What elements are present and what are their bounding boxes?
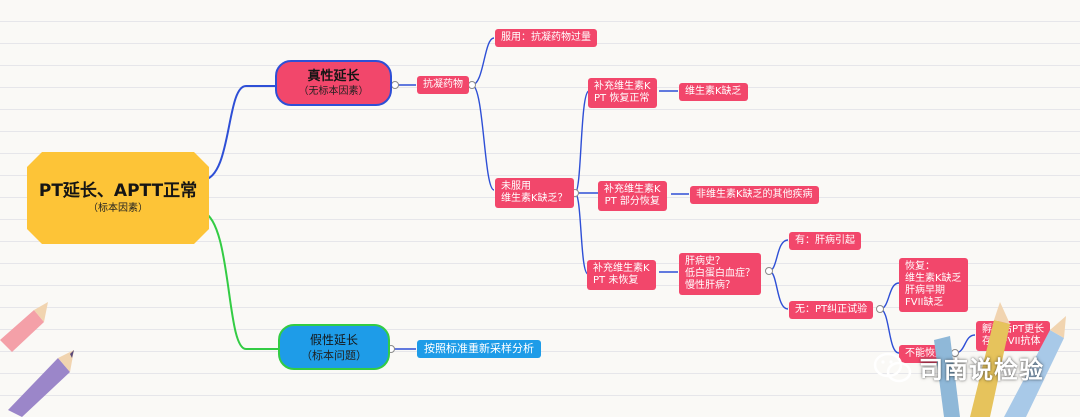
vitk-partial-node[interactable]: 补充维生素K PT 部分恢复 [598,181,667,211]
wechat-icon [873,352,912,382]
anticoagulant-node[interactable]: 抗凝药物 [417,76,469,94]
liver-question-node[interactable]: 肝病史？ 低白蛋白血症？ 慢性肝病？ [679,253,761,295]
vitk-none-node[interactable]: 补充维生素K PT 未恢复 [587,260,656,290]
recovered-line-3: 肝病早期 [905,285,945,296]
collapse-toggle[interactable] [468,81,476,89]
vitk-deficiency-node[interactable]: 维生素K缺乏 [679,83,748,101]
collapse-toggle[interactable] [765,267,773,275]
collapse-toggle[interactable] [391,81,399,89]
pencil-decoration-right [934,302,1066,417]
collapse-toggle[interactable] [876,305,884,313]
not-recovered-label: 不能恢复 [905,348,945,359]
anticoagulant-label: 抗凝药物 [423,79,463,90]
pencil-decoration-left [0,302,74,417]
fvii-antibody-line-1: 孵育后PT更长 [982,324,1045,335]
resample-label: 按照标准重新采样分析 [424,342,534,355]
false-prolongation-title: 假性延长 [309,332,358,347]
false-prolongation-node[interactable]: 假性延长 （标本问题） [278,324,390,370]
vitk-normal-line-2: PT 恢复正常 [594,93,650,104]
recovered-node[interactable]: 恢复： 维生素K缺乏 肝病早期 FVII缺乏 [899,258,968,312]
correction-test-node[interactable]: 无：PT纠正试验 [789,301,874,319]
vitk-none-line-2: PT 未恢复 [593,275,639,286]
overdose-label: 服用：抗凝药物过量 [501,32,591,43]
other-disease-node[interactable]: 非维生素K缺乏的其他疾病 [690,186,819,204]
other-disease-label: 非维生素K缺乏的其他疾病 [696,189,813,200]
liver-yes-label: 有：肝病引起 [795,235,855,246]
vitk-partial-line-2: PT 部分恢复 [604,196,660,207]
recovered-line-4: FVII缺乏 [905,297,944,308]
true-prolongation-subtitle: （无标本因素） [298,85,369,97]
vitk-none-line-1: 补充维生素K [593,263,650,274]
vitk-normal-node[interactable]: 补充维生素K PT 恢复正常 [588,78,657,108]
root-subtitle: （标本因素） [88,203,148,214]
liver-yes-node[interactable]: 有：肝病引起 [789,232,861,250]
liver-question-line-2: 低白蛋白血症？ [685,268,755,279]
correction-test-label: 无：PT纠正试验 [795,304,868,315]
vitk-partial-line-1: 补充维生素K [604,184,661,195]
fvii-antibody-line-2: 存在FVII抗体 [982,336,1041,347]
watermark-text: 司南说检验 [919,356,1044,384]
vitk-normal-line-1: 补充维生素K [594,81,651,92]
overdose-node[interactable]: 服用：抗凝药物过量 [495,29,597,47]
false-prolongation-subtitle: （标本问题） [301,348,367,362]
root-node[interactable]: PT延长、APTT正常 （标本因素） [27,152,209,244]
recovered-line-2: 维生素K缺乏 [905,273,962,284]
root-title: PT延长、APTT正常 [38,181,198,201]
liver-question-line-3: 慢性肝病？ [685,280,735,291]
liver-question-line-1: 肝病史？ [685,256,725,267]
watermark: 司南说检验 [873,350,1044,385]
true-prolongation-title: 真性延长 [307,68,360,84]
not-taking-line-1: 未服用 [501,181,531,192]
not-taking-line-2: 维生素K缺乏？ [501,193,568,204]
true-prolongation-node[interactable]: 真性延长 （无标本因素） [275,60,392,106]
recovered-line-1: 恢复： [905,261,935,272]
vitk-deficiency-label: 维生素K缺乏 [685,86,742,97]
resample-node[interactable]: 按照标准重新采样分析 [417,340,541,358]
not-taking-node[interactable]: 未服用 维生素K缺乏？ [495,178,574,208]
